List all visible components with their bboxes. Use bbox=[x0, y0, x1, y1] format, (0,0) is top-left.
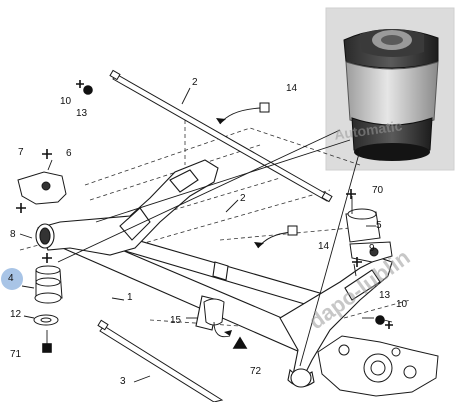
callout-14-upper: 14 bbox=[286, 83, 298, 94]
callout-3: 3 bbox=[120, 376, 126, 387]
callout-4: 4 bbox=[8, 273, 14, 284]
left-mount-parts bbox=[17, 171, 67, 326]
callout-15: 15 bbox=[170, 315, 182, 326]
callout-12: 12 bbox=[10, 309, 22, 320]
part-symbols bbox=[16, 80, 393, 353]
callout-2-upper: 2 bbox=[192, 77, 198, 88]
bushing-photo-inset bbox=[325, 7, 455, 171]
callout-13-left: 13 bbox=[76, 108, 88, 119]
callout-4-highlight bbox=[1, 268, 23, 290]
callout-2-lower: 2 bbox=[240, 193, 246, 204]
callout-1: 1 bbox=[127, 292, 133, 303]
callout-6: 6 bbox=[66, 148, 72, 159]
callout-7: 7 bbox=[18, 147, 24, 158]
callout-71: 71 bbox=[10, 349, 22, 360]
right-mount-parts bbox=[345, 208, 393, 263]
callout-72: 72 bbox=[250, 366, 262, 377]
callout-14-lower: 14 bbox=[318, 241, 330, 252]
callout-5: 5 bbox=[376, 220, 382, 231]
callout-10-left: 10 bbox=[60, 96, 72, 107]
callout-9: 9 bbox=[369, 243, 375, 254]
callout-10-right: 10 bbox=[396, 299, 408, 310]
callout-13-right: 13 bbox=[379, 290, 391, 301]
callout-8: 8 bbox=[10, 229, 16, 240]
callout-70: 70 bbox=[372, 185, 384, 196]
